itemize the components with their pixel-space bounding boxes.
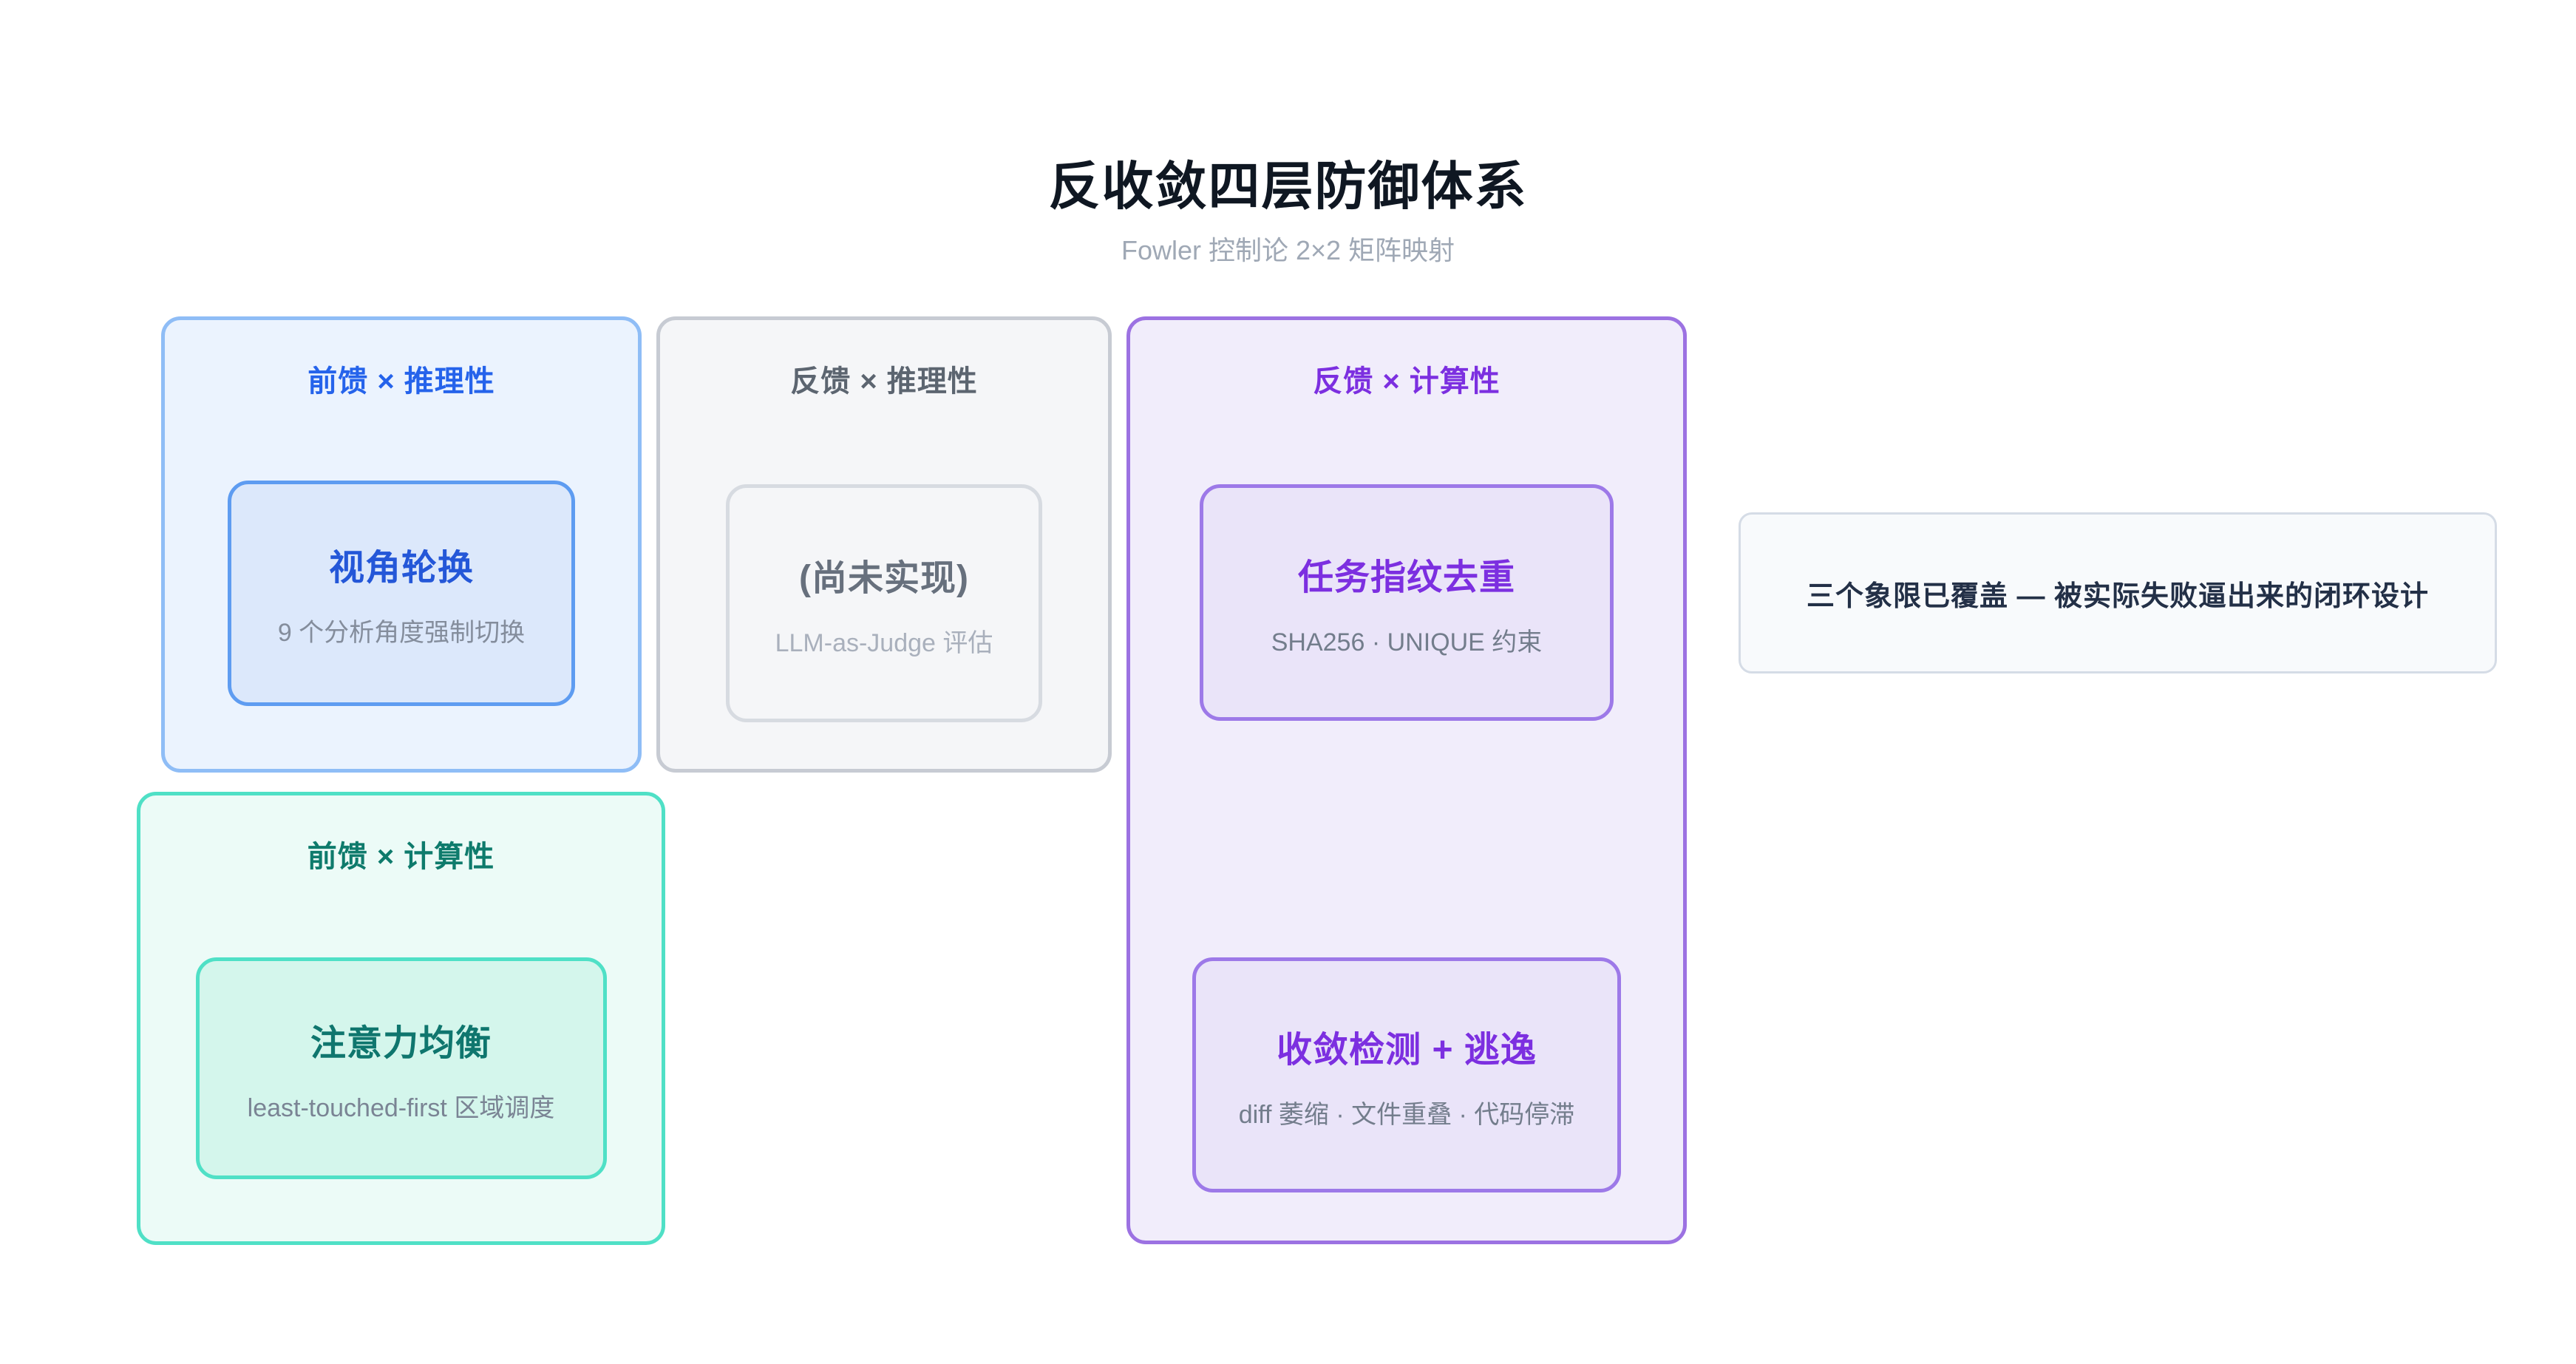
quadrant-label: 前馈 × 计算性 <box>307 841 495 873</box>
quadrant-label: 反馈 × 计算性 <box>1313 365 1501 398</box>
page-subtitle: Fowler 控制论 2×2 矩阵映射 <box>1121 235 1455 265</box>
mechanism-card-attention-balancing: 注意力均衡 least-touched-first 区域调度 <box>195 957 607 1179</box>
page-title: 反收敛四层防御体系 <box>1048 157 1528 215</box>
card-subtitle: 9 个分析角度强制切换 <box>277 619 526 647</box>
quadrant-feedforward-reasoning: 前馈 × 推理性 视角轮换 9 个分析角度强制切换 <box>161 316 642 773</box>
card-title: 注意力均衡 <box>310 1023 492 1063</box>
card-subtitle: diff 萎缩 · 文件重叠 · 代码停滞 <box>1238 1100 1575 1129</box>
summary-note: 三个象限已覆盖 — 被实际失败逼出来的闭环设计 <box>1739 512 2497 673</box>
mechanism-card-perspective-rotation: 视角轮换 9 个分析角度强制切换 <box>228 481 575 706</box>
mechanism-card-task-fingerprint-dedup: 任务指纹去重 SHA256 · UNIQUE 约束 <box>1200 484 1614 721</box>
card-title: 任务指纹去重 <box>1297 557 1515 597</box>
summary-note-text: 三个象限已覆盖 — 被实际失败逼出来的闭环设计 <box>1806 580 2430 612</box>
card-title: (尚未实现) <box>799 558 969 598</box>
quadrant-label: 前馈 × 推理性 <box>307 365 495 398</box>
quadrant-label: 反馈 × 推理性 <box>790 365 978 398</box>
card-title: 视角轮换 <box>328 549 474 588</box>
card-subtitle: SHA256 · UNIQUE 约束 <box>1271 628 1543 656</box>
card-title: 收敛检测 + 逃逸 <box>1277 1030 1537 1070</box>
quadrant-feedback-reasoning: 反馈 × 推理性 (尚未实现) LLM-as-Judge 评估 <box>656 316 1112 773</box>
card-subtitle: LLM-as-Judge 评估 <box>775 628 993 657</box>
mechanism-card-not-implemented: (尚未实现) LLM-as-Judge 评估 <box>726 484 1042 722</box>
quadrant-feedback-computational: 反馈 × 计算性 任务指纹去重 SHA256 · UNIQUE 约束 收敛检测 … <box>1126 316 1687 1244</box>
mechanism-card-convergence-detection-escape: 收敛检测 + 逃逸 diff 萎缩 · 文件重叠 · 代码停滞 <box>1192 957 1621 1192</box>
quadrant-feedforward-computational: 前馈 × 计算性 注意力均衡 least-touched-first 区域调度 <box>137 792 665 1245</box>
card-subtitle: least-touched-first 区域调度 <box>247 1093 555 1122</box>
